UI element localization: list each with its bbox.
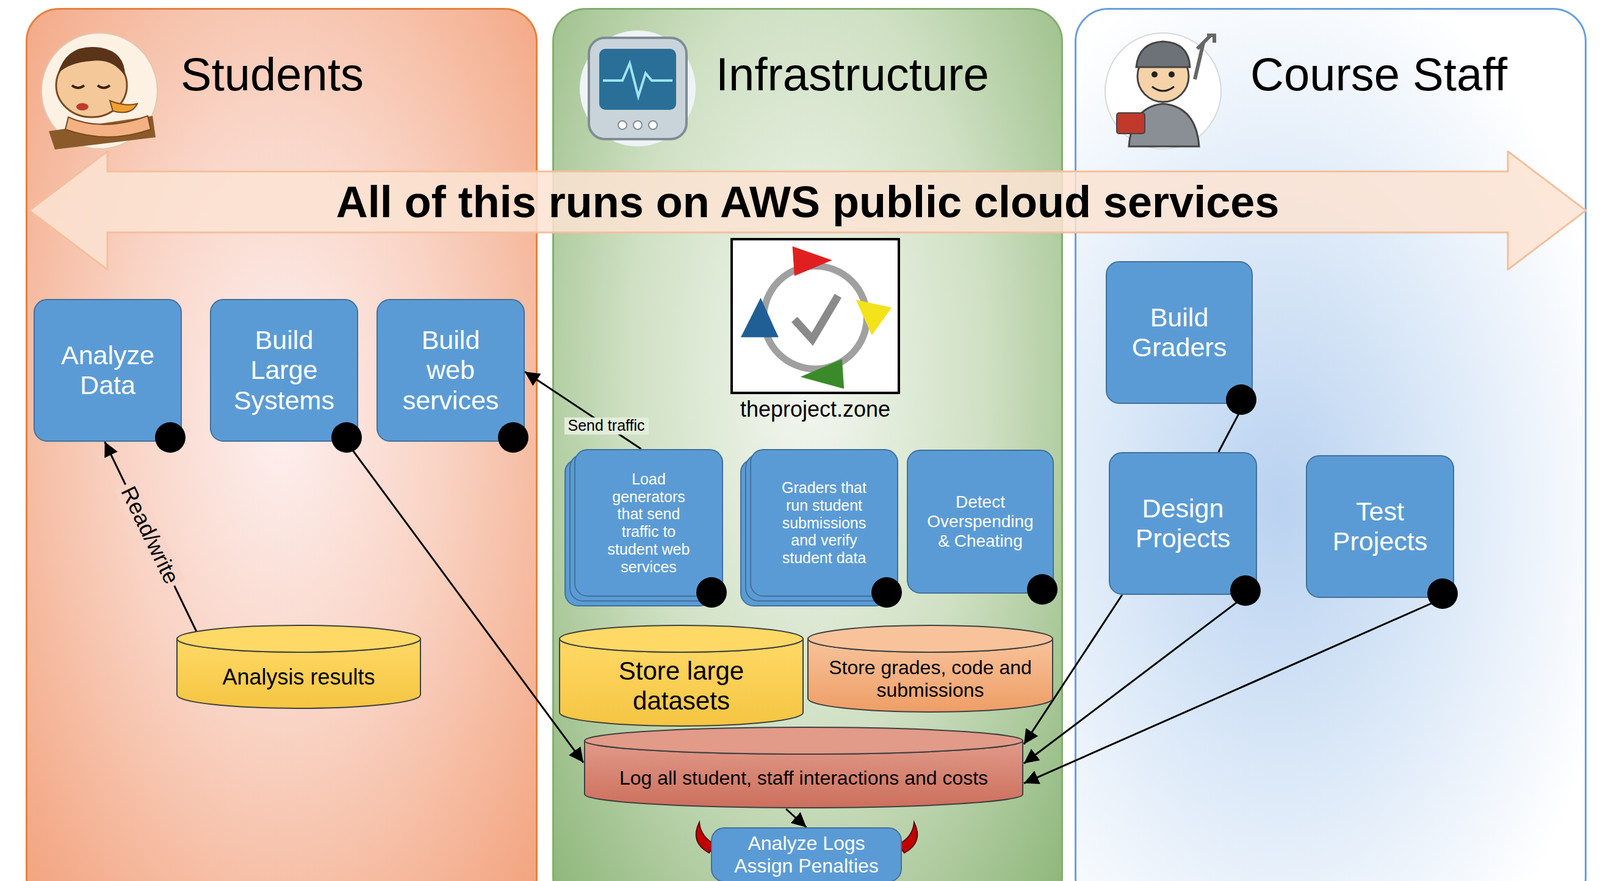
student-icon: [57, 46, 126, 77]
process-box: Detect Overspending & Cheating: [906, 449, 1054, 594]
cylinder-label: Store grades, code and submissions: [818, 656, 1042, 702]
devil-horns: [898, 822, 918, 854]
connector: [524, 371, 642, 450]
logo-graphic: [856, 299, 893, 336]
logo-graphic: [732, 240, 898, 392]
corner-dot: [1027, 574, 1058, 605]
logo-graphic: [800, 359, 845, 390]
logo-graphic: [794, 295, 839, 340]
cylinder-top: [584, 727, 1023, 755]
corner-dot: [1225, 384, 1257, 415]
banner-arrow-shape: [29, 151, 1586, 270]
monitor-icon: [618, 120, 627, 130]
lane-heading: Course Staff: [1250, 47, 1508, 101]
lane-heading: Students: [180, 47, 364, 101]
cylinder-label: Log all student, staff interactions and …: [595, 767, 1012, 790]
monitor-icon: [579, 30, 696, 147]
connector: [1023, 594, 1247, 764]
cylinder-top: [807, 625, 1053, 653]
monitor-icon: [648, 120, 658, 130]
student-icon: [65, 115, 151, 138]
monitor-icon: [602, 63, 673, 97]
worker-icon: [1151, 71, 1158, 78]
box-label: Load generators that send traffic to stu…: [599, 470, 698, 577]
box-label: Build Large Systems: [223, 325, 345, 416]
logo-graphic: [763, 266, 867, 370]
worker-icon: [1105, 32, 1222, 149]
database-cylinder: Analysis results: [175, 624, 422, 710]
connector: [1023, 594, 1123, 745]
monitor-icon: [579, 30, 696, 147]
student-icon: [76, 103, 89, 111]
connector: [785, 809, 807, 828]
process-box: Analyze Logs Assign Penalties: [710, 827, 902, 881]
box-label: Build Graders: [1119, 302, 1240, 364]
student-icon: [72, 85, 110, 88]
worker-icon: [1136, 41, 1190, 68]
cylinder-label: Analysis results: [187, 664, 410, 690]
database-cylinder: Log all student, staff interactions and …: [583, 726, 1024, 810]
edge-label: Send traffic: [564, 417, 649, 435]
worker-icon: [1116, 112, 1145, 134]
logo-box: theproject.zone: [730, 237, 901, 395]
box-label: Build web services: [399, 325, 503, 416]
student-icon: [41, 32, 158, 149]
process-box: Build Large Systems: [209, 299, 359, 442]
logo-graphic: [792, 246, 833, 277]
connector: [346, 441, 584, 763]
devil-horns: [696, 822, 918, 854]
student-icon: [41, 32, 158, 150]
box-label: Test Projects: [1319, 496, 1441, 558]
student-icon: [48, 115, 156, 150]
connector: [104, 441, 206, 650]
monitor-icon: [633, 120, 642, 130]
database-cylinder: Store grades, code and submissions: [806, 624, 1054, 714]
box-label: Graders that run student submissions and…: [769, 479, 879, 567]
process-box: Test Projects: [1305, 455, 1455, 599]
worker-icon: [1105, 32, 1222, 149]
worker-icon: [1194, 35, 1215, 80]
process-box: Build Graders: [1105, 261, 1253, 404]
box-label: Design Projects: [1122, 493, 1244, 555]
edge-label: Read/write: [114, 479, 186, 592]
database-cylinder: Store large datasets: [558, 624, 805, 728]
logo-graphic: [740, 297, 779, 338]
corner-dot: [696, 577, 727, 608]
connector: [1023, 598, 1444, 784]
monitor-icon: [599, 48, 677, 110]
logo-caption: theproject.zone: [740, 396, 891, 422]
cylinder-top: [559, 625, 804, 653]
box-label: Analyze Data: [46, 340, 169, 401]
devil-horns: [696, 822, 716, 854]
box-label: Detect Overspending & Cheating: [920, 492, 1041, 552]
cylinder-top: [176, 625, 421, 653]
banner-arrow: All of this runs on AWS public cloud ser…: [28, 150, 1587, 271]
process-box: Build web services: [376, 299, 525, 442]
process-box: Design Projects: [1108, 452, 1258, 595]
worker-icon: [1152, 86, 1175, 91]
connector: [1218, 403, 1245, 453]
box-label: Analyze Logs Assign Penalties: [724, 832, 889, 878]
corner-dot: [871, 577, 902, 608]
stacked-process-box: Load generators that send traffic to stu…: [574, 449, 724, 597]
lane-heading: Infrastructure: [715, 47, 990, 101]
corner-dot: [497, 422, 529, 453]
corner-dot: [154, 422, 186, 453]
stacked-process-box: Graders that run student submissions and…: [749, 449, 899, 597]
worker-icon: [1168, 71, 1175, 78]
corner-dot: [331, 422, 362, 453]
banner-text: All of this runs on AWS public cloud ser…: [28, 171, 1587, 233]
process-box: Analyze Data: [33, 299, 182, 442]
corner-dot: [1427, 578, 1458, 610]
monitor-icon: [588, 37, 687, 140]
corner-dot: [1230, 575, 1261, 606]
cylinder-label: Store large datasets: [570, 656, 793, 716]
student-icon: [109, 100, 138, 113]
